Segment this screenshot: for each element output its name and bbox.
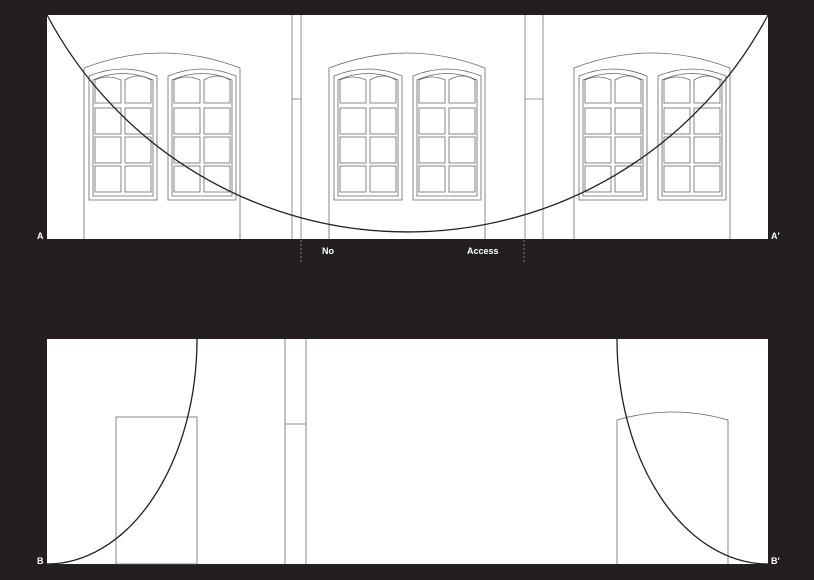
elevation-b-panel [47, 339, 768, 564]
elevation-a-dividers [291, 15, 544, 239]
window-pane [418, 107, 446, 135]
door-right-arched [616, 411, 729, 564]
window-pane [339, 165, 367, 193]
window-pane [663, 165, 691, 193]
window-pane [584, 136, 612, 164]
window-frame [333, 68, 403, 201]
window-inner-frame [337, 73, 399, 197]
window-pane-arched [173, 76, 201, 104]
window-frame [657, 68, 727, 201]
window-pane [124, 107, 152, 135]
window-pane [124, 165, 152, 193]
window-pane-arched [124, 75, 152, 104]
window-pane [584, 107, 612, 135]
door-left [115, 416, 198, 565]
window-frame [578, 68, 648, 201]
window-pane [693, 107, 721, 135]
window-pane [663, 136, 691, 164]
window-pane-arched [369, 75, 397, 104]
section-label-b-prime: B′ [771, 556, 780, 566]
window-pane-arched [693, 75, 721, 104]
window-pane [418, 136, 446, 164]
window-pane [663, 107, 691, 135]
elevation-a-panel [47, 15, 768, 239]
window-inner-frame [582, 73, 644, 197]
window-pane-arched [584, 76, 612, 104]
window-pane [369, 165, 397, 193]
window-pane-arched [663, 76, 691, 104]
window-pane [124, 136, 152, 164]
window-pane-arched [339, 76, 367, 104]
window-pane [614, 107, 642, 135]
window-inner-frame [661, 73, 723, 197]
window-pane [418, 165, 446, 193]
window-pane [369, 136, 397, 164]
elevation-b-arc-left [46, 338, 198, 565]
window-pane-arched [418, 76, 446, 104]
window-pane [173, 165, 201, 193]
window-inner-frame [92, 73, 154, 197]
zone-label-no: No [322, 246, 334, 256]
window-pane [94, 107, 122, 135]
window-pane-arched [94, 76, 122, 104]
window-bay-surround [328, 52, 486, 239]
window-inner-frame [171, 73, 233, 197]
window-pane [584, 165, 612, 193]
elevation-a-arc [46, 14, 769, 233]
window-frame [88, 68, 158, 201]
window-pane [339, 136, 367, 164]
window-pane-arched [614, 75, 642, 104]
window-bay-surround [83, 52, 241, 239]
window-pane-arched [448, 75, 476, 104]
window-bay-surround [573, 52, 731, 239]
window-pane [693, 165, 721, 193]
window-pane [693, 136, 721, 164]
window-pane [448, 107, 476, 135]
window-pane-arched [203, 75, 231, 104]
window-frame [167, 68, 237, 201]
window-pane [614, 136, 642, 164]
window-pane [203, 107, 231, 135]
window-pane [203, 136, 231, 164]
window-pane [614, 165, 642, 193]
window-inner-frame [416, 73, 478, 197]
zone-label-access: Access [467, 246, 499, 256]
section-label-b: B [37, 556, 44, 566]
window-pane [369, 107, 397, 135]
window-pane [173, 107, 201, 135]
window-pane [448, 136, 476, 164]
window-pane [173, 136, 201, 164]
elevation-b-elements [115, 339, 729, 565]
elevation-a-bays [83, 52, 731, 239]
window-pane [94, 165, 122, 193]
elevation-b-arc-right [616, 338, 769, 565]
section-label-a: A [37, 231, 44, 241]
window-pane [339, 107, 367, 135]
window-pane [203, 165, 231, 193]
window-frame [412, 68, 482, 201]
window-pane [448, 165, 476, 193]
section-label-a-prime: A′ [771, 231, 780, 241]
window-pane [94, 136, 122, 164]
